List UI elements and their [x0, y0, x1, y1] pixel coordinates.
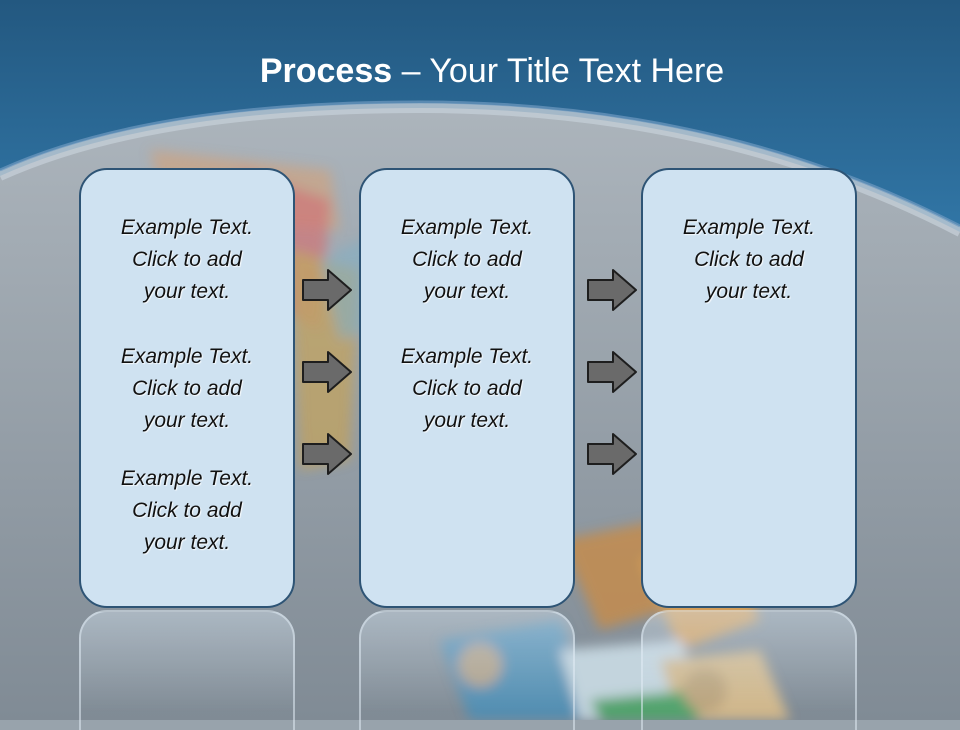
- process-box-1[interactable]: Example Text. Click to add your text. Ex…: [79, 168, 295, 608]
- text-line: your text.: [143, 531, 231, 554]
- text-line: Example Text.: [682, 216, 816, 239]
- right-arrow-icon[interactable]: [586, 268, 638, 312]
- text-line: Example Text.: [120, 345, 254, 368]
- title-bold: Process: [259, 52, 393, 90]
- example-text-block[interactable]: Example Text. Click to add your text.: [361, 212, 573, 308]
- process-box-2[interactable]: Example Text. Click to add your text. Ex…: [359, 168, 575, 608]
- text-line: Example Text.: [120, 216, 254, 239]
- right-arrow-icon[interactable]: [586, 350, 638, 394]
- example-text-block[interactable]: Example Text. Click to add your text.: [81, 212, 293, 308]
- box-reflection: [79, 610, 295, 730]
- slide-title[interactable]: Process – Your Title Text Here: [0, 52, 960, 91]
- text-line: your text.: [423, 409, 511, 432]
- text-line: your text.: [143, 280, 231, 303]
- example-text-block[interactable]: Example Text. Click to add your text.: [81, 341, 293, 437]
- text-line: your text.: [143, 409, 231, 432]
- title-rest: – Your Title Text Here: [392, 52, 725, 90]
- right-arrow-icon[interactable]: [301, 350, 353, 394]
- right-arrow-icon[interactable]: [301, 432, 353, 476]
- text-line: Example Text.: [400, 345, 534, 368]
- text-line: Click to add: [694, 248, 804, 271]
- text-line: Click to add: [132, 248, 242, 271]
- process-box-3[interactable]: Example Text. Click to add your text.: [641, 168, 857, 608]
- text-line: Click to add: [412, 377, 522, 400]
- box-reflection: [641, 610, 857, 730]
- text-line: Example Text.: [120, 467, 254, 490]
- box-reflection: [359, 610, 575, 730]
- text-line: your text.: [705, 280, 793, 303]
- text-line: your text.: [423, 280, 511, 303]
- text-line: Click to add: [132, 377, 242, 400]
- text-line: Click to add: [132, 499, 242, 522]
- right-arrow-icon[interactable]: [586, 432, 638, 476]
- example-text-block[interactable]: Example Text. Click to add your text.: [361, 341, 573, 437]
- right-arrow-icon[interactable]: [301, 268, 353, 312]
- example-text-block[interactable]: Example Text. Click to add your text.: [643, 212, 855, 308]
- example-text-block[interactable]: Example Text. Click to add your text.: [81, 463, 293, 559]
- text-line: Example Text.: [400, 216, 534, 239]
- text-line: Click to add: [412, 248, 522, 271]
